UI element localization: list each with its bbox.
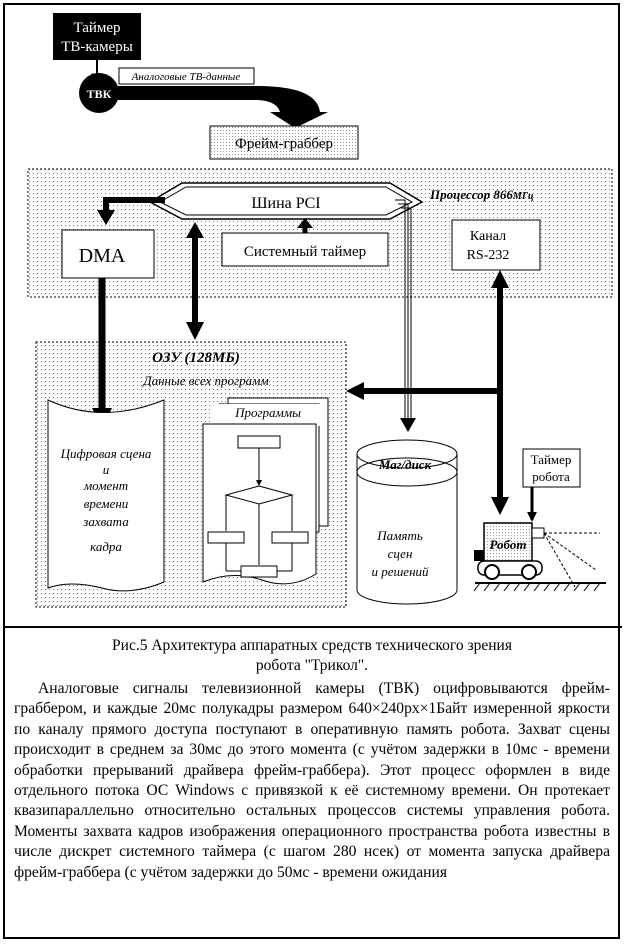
robot-timer-line2: робота	[532, 469, 570, 484]
disk-cylinder	[356, 454, 458, 605]
robot-timer-box	[522, 448, 581, 488]
body-paragraph: Аналоговые сигналы телевизионной камеры …	[14, 680, 610, 881]
figure-caption: Рис.5 Архитектура аппаратных средств тех…	[14, 636, 610, 676]
robot-timer-line1: Таймер	[531, 452, 572, 467]
digital-scene-line5: захвата	[82, 514, 129, 529]
tvk-camera-icon	[79, 73, 119, 113]
caption-line2: робота "Трикол".	[255, 657, 369, 674]
robot-wheel-right	[521, 564, 537, 580]
analog-data-label: Аналоговые ТВ-данные	[131, 71, 241, 83]
disk-memory-line3: и решений	[371, 564, 429, 579]
frame-grabber-label: Фрейм-граббер	[235, 136, 333, 152]
ram-title: ОЗУ (128МБ)	[152, 350, 240, 366]
pci-bus-label: Шина PCI	[251, 195, 320, 212]
disk-memory-line2: сцен	[388, 546, 413, 561]
dma-label: DMA	[79, 245, 126, 267]
robot-wheel-left	[484, 564, 500, 580]
analog-data-label-box	[118, 67, 255, 85]
digital-scene-line2: и	[103, 462, 110, 477]
tvk-label: ТВК	[87, 87, 112, 101]
disk-memory-line1: Память	[376, 528, 423, 543]
robot-label: Робот	[490, 537, 527, 552]
rs232-line2: RS-232	[467, 248, 510, 263]
digital-scene-line6: кадра	[90, 539, 122, 554]
tv-timer-line1: Таймер	[73, 20, 120, 36]
frame-grabber-box	[209, 125, 359, 160]
digital-scene-line4: времени	[84, 496, 129, 511]
digital-scene-shape	[47, 399, 165, 592]
disk-title: Маг/диск	[378, 457, 432, 472]
dma-box	[61, 229, 155, 279]
system-timer-box	[221, 232, 389, 267]
caption-line1: Рис.5 Архитектура аппаратных средств тех…	[112, 637, 512, 654]
architecture-diagram: Таймер ТВ-камеры ТВК Аналоговые ТВ-данны…	[27, 13, 613, 608]
programs-label-box	[213, 404, 323, 426]
page-border	[3, 3, 620, 939]
tv-timer-line2: ТВ-камеры	[61, 39, 133, 55]
pci-bus	[148, 182, 424, 220]
digital-scene-line3: момент	[83, 478, 128, 493]
analog-data-arrow	[118, 86, 328, 128]
digital-scene-line1: Цифровая сцена	[60, 446, 152, 461]
system-timer-label: Системный таймер	[244, 244, 366, 260]
figure-divider	[3, 626, 622, 628]
processor-label: Процессор 866МГц	[429, 187, 534, 202]
rs232-box	[451, 219, 541, 271]
rs232-line1: Канал	[470, 229, 506, 244]
tv-camera-timer-box	[53, 13, 141, 60]
all-programs-data-label: Данные всех программ	[141, 373, 268, 388]
programs-label: Программы	[234, 405, 301, 420]
